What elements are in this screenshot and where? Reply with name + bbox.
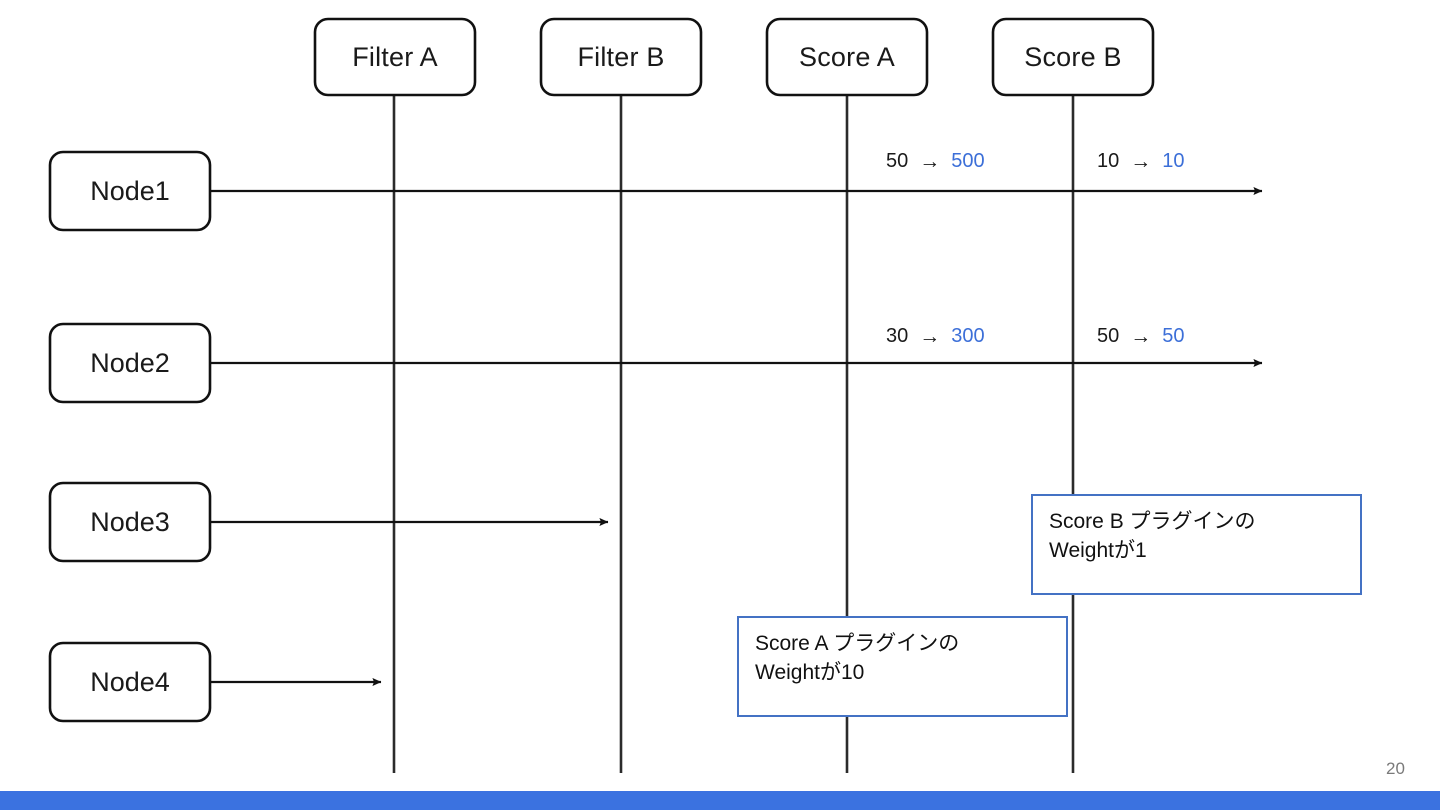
arrow-right-icon: → xyxy=(919,150,941,173)
score-result-value: 300 xyxy=(951,325,985,347)
score-input-value: 50 xyxy=(886,150,909,172)
participant-label-filter-a: Filter A xyxy=(352,41,438,72)
score-input-value: 10 xyxy=(1097,150,1120,172)
arrow-right-icon: → xyxy=(919,325,941,348)
callout-score-a-weight[interactable]: Score A プラグインの Weightが10 xyxy=(737,616,1068,717)
participant-label-score-a: Score A xyxy=(799,41,895,72)
score-input-value: 50 xyxy=(1097,325,1120,347)
score-result-value: 10 xyxy=(1162,150,1185,172)
score-input-value: 30 xyxy=(886,325,909,347)
node-label-node3: Node3 xyxy=(90,506,170,537)
participant-box-score-a[interactable] xyxy=(765,17,929,97)
score-annotation-node1-score-a: 50 → 500 xyxy=(886,150,985,173)
participant-box-filter-b[interactable] xyxy=(539,17,703,97)
score-annotation-node1-score-b: 10 → 10 xyxy=(1097,150,1185,173)
score-annotation-node2-score-b: 50 → 50 xyxy=(1097,325,1185,348)
participant-label-score-b: Score B xyxy=(1024,41,1122,72)
bottom-accent-bar xyxy=(0,791,1440,810)
callout-score-b-weight[interactable]: Score B プラグインの Weightが1 xyxy=(1031,494,1362,595)
participant-box-filter-a[interactable] xyxy=(313,17,477,97)
arrow-right-icon: → xyxy=(1130,150,1152,173)
node-label-node1: Node1 xyxy=(90,175,170,206)
score-result-value: 50 xyxy=(1162,325,1185,347)
page-number: 20 xyxy=(1386,759,1405,778)
participant-label-filter-b: Filter B xyxy=(577,41,665,72)
score-result-value: 500 xyxy=(951,150,985,172)
node-label-node4: Node4 xyxy=(90,666,170,697)
participant-box-score-b[interactable] xyxy=(991,17,1155,97)
arrow-right-icon: → xyxy=(1130,325,1152,348)
node-label-node2: Node2 xyxy=(90,347,170,378)
score-annotation-node2-score-a: 30 → 300 xyxy=(886,325,985,348)
